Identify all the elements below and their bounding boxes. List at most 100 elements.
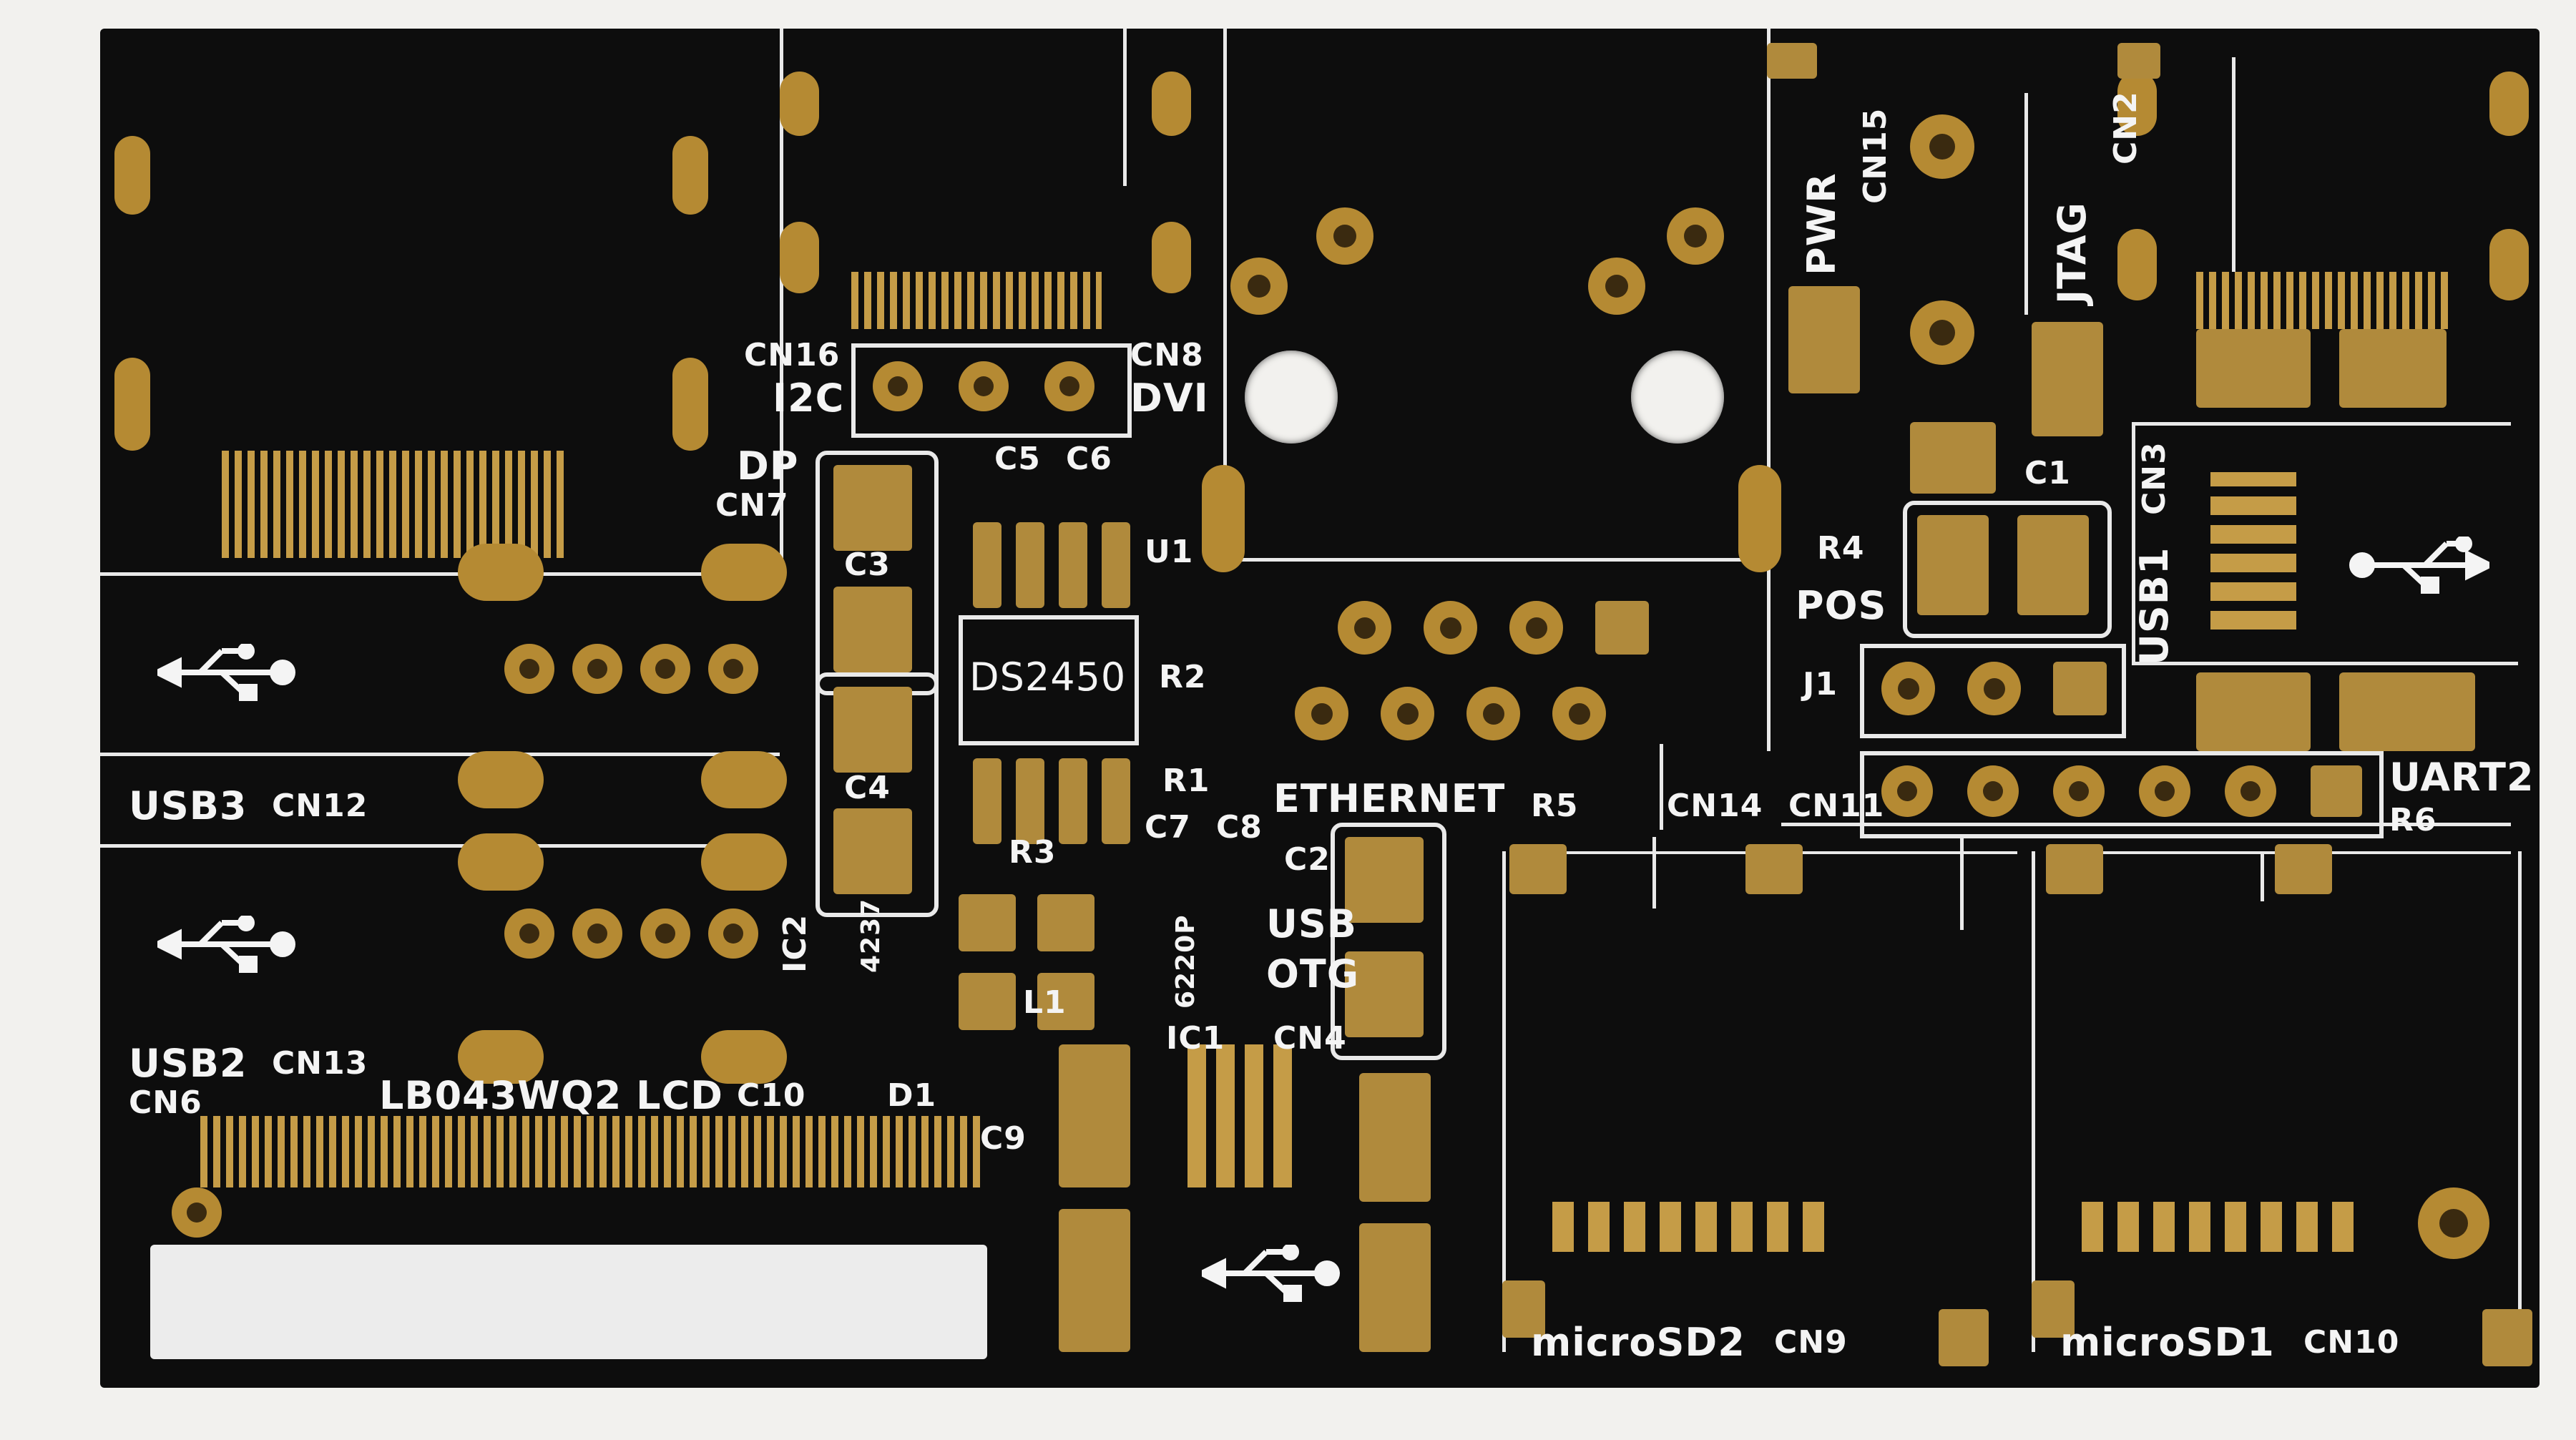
- mount-pad: [1152, 72, 1191, 136]
- microsd2-contacts: [1552, 1202, 1824, 1252]
- ds2450-outline: [959, 615, 1139, 745]
- silk-line: [1781, 823, 2511, 826]
- silk-line: [1223, 558, 1774, 562]
- label-cn4: CN4: [1273, 1020, 1347, 1057]
- label-i2c: I2C: [773, 376, 845, 421]
- through-hole: [1910, 114, 1974, 179]
- mount-pad: [2117, 72, 2157, 136]
- label-lcd: LB043WQ2 LCD: [379, 1073, 723, 1118]
- label-microsd1: microSD1: [2060, 1320, 2275, 1365]
- smd-pad: [2196, 672, 2311, 751]
- label-cn13: CN13: [272, 1045, 368, 1082]
- silk-line: [2132, 422, 2511, 426]
- usb-pad: [701, 833, 787, 891]
- cn4-outline: [1331, 823, 1446, 1060]
- smd-pad: [959, 894, 1016, 951]
- ic-pin: [1016, 758, 1044, 844]
- through-hole: [640, 908, 690, 959]
- fpc-connector: [222, 451, 565, 558]
- label-cn2: CN2: [2107, 91, 2144, 165]
- silk-line: [1123, 29, 1127, 186]
- through-hole: [1967, 765, 2019, 817]
- label-d1: D1: [887, 1077, 937, 1114]
- through-hole: [1044, 361, 1094, 411]
- fpc-connector: [2196, 272, 2454, 329]
- fpc-connector: [851, 272, 1102, 329]
- label-usb: USB: [1266, 901, 1357, 946]
- through-hole: [172, 1187, 222, 1238]
- through-hole: [1338, 601, 1391, 655]
- smd-pad: [1939, 1309, 1989, 1366]
- through-hole: [708, 644, 758, 694]
- mount-pad: [1202, 465, 1245, 572]
- mount-pad: [1152, 222, 1191, 293]
- label-ic1-part: 6220P: [1171, 914, 1200, 1009]
- label-l1: L1: [1023, 984, 1067, 1021]
- label-ic1: IC1: [1166, 1020, 1225, 1057]
- pcb-board: CN16 I2C CN8 DVI DP CN7 C5 C6 U1 C3 C4 D…: [100, 29, 2540, 1388]
- smd-pad: [1037, 973, 1094, 1030]
- label-c5: C5: [994, 441, 1041, 477]
- smd-pad: [2017, 515, 2089, 615]
- usb-pad: [701, 1030, 787, 1084]
- usb-pad: [458, 833, 544, 891]
- mount-pad: [780, 72, 819, 136]
- label-cn9: CN9: [1774, 1324, 1848, 1361]
- label-ds2450: DS2450: [969, 655, 1127, 700]
- smd-pad: [1359, 1073, 1431, 1202]
- smd-pad: [2117, 43, 2160, 79]
- smd-pad: [1502, 1280, 1545, 1338]
- through-hole: [572, 644, 622, 694]
- usb-icon: [2349, 537, 2489, 594]
- through-hole: [504, 908, 554, 959]
- mount-pad: [114, 136, 150, 215]
- through-hole: [2418, 1187, 2489, 1259]
- ic-pin: [1102, 758, 1130, 844]
- mount-hole: [1245, 351, 1338, 444]
- smd-pad: [1910, 422, 1996, 494]
- label-cn15: CN15: [1857, 107, 1894, 204]
- ic-pin: [1016, 522, 1044, 608]
- through-hole: [2053, 765, 2105, 817]
- silk-line: [1502, 851, 1506, 1352]
- smd-pad: [2032, 1280, 2075, 1338]
- through-hole: [572, 908, 622, 959]
- microsd1-contacts: [2082, 1202, 2354, 1252]
- through-hole: [1509, 601, 1563, 655]
- through-hole: [640, 644, 690, 694]
- smd-pad: [1059, 1209, 1130, 1352]
- silk-line: [100, 844, 780, 848]
- usb-pad: [458, 751, 544, 808]
- label-usb1: USB1: [2132, 547, 2177, 665]
- label-cn16: CN16: [744, 337, 841, 373]
- c4-outline: [816, 672, 939, 917]
- ic-pin: [1059, 522, 1087, 608]
- smd-pad: [2482, 1309, 2532, 1366]
- silk-line: [1960, 837, 1964, 930]
- usb-icon: [157, 644, 295, 701]
- square-pad: [2053, 662, 2107, 715]
- usb-otg-contacts: [1187, 1044, 1302, 1187]
- label-r1: R1: [1162, 763, 1210, 799]
- label-r6: R6: [2389, 802, 2437, 838]
- smd-pad: [1745, 844, 1803, 894]
- smd-pad: [2196, 329, 2311, 408]
- silk-line: [100, 572, 780, 576]
- smd-pad: [833, 465, 912, 551]
- silk-line: [2032, 851, 2035, 1352]
- smd-pad: [2339, 329, 2447, 408]
- smd-pad: [1767, 43, 1817, 79]
- ic-pin: [1059, 758, 1087, 844]
- through-hole: [1295, 687, 1348, 740]
- label-r4: R4: [1817, 530, 1865, 567]
- silk-line: [2024, 93, 2028, 315]
- label-usb2: USB2: [129, 1041, 248, 1086]
- through-hole: [1910, 300, 1974, 365]
- smd-pad: [2275, 844, 2332, 894]
- label-c7: C7: [1145, 809, 1191, 846]
- label-ic2-part: 4237: [856, 898, 886, 973]
- label-otg: OTG: [1266, 951, 1360, 996]
- label-c10: C10: [737, 1077, 806, 1114]
- through-hole: [504, 644, 554, 694]
- smd-pad: [1037, 894, 1094, 951]
